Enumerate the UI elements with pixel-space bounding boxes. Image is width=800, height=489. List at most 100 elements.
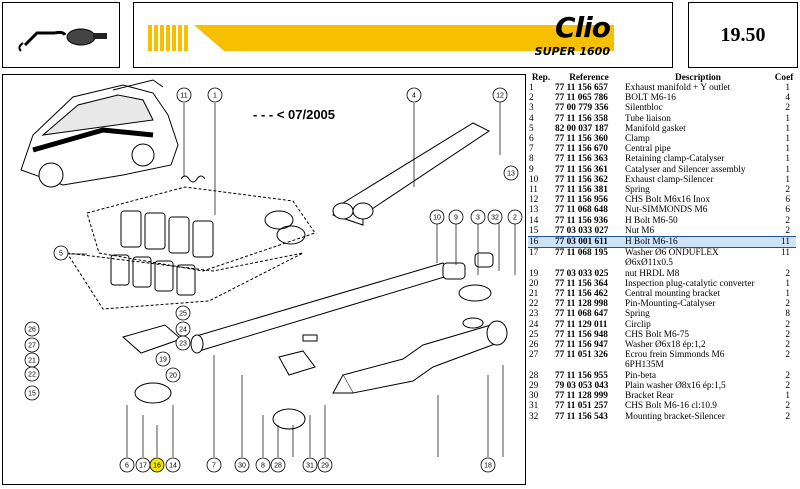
callout-2[interactable]: 2 <box>507 209 523 225</box>
callout-label: 15 <box>28 391 36 398</box>
callout-9[interactable]: 9 <box>448 209 464 225</box>
callout-label: 9 <box>454 215 458 222</box>
callout-1[interactable]: 1 <box>207 87 223 103</box>
coef-cell: 1 <box>785 174 790 185</box>
callout-31[interactable]: 31 <box>302 457 318 473</box>
section-icon-box <box>2 2 120 68</box>
rep-cell: 32 <box>529 411 539 422</box>
reference-cell: 77 11 156 362 <box>555 174 608 185</box>
callout-30[interactable]: 30 <box>234 457 250 473</box>
rep-cell: 30 <box>529 391 539 402</box>
rep-cell: 1 <box>529 83 534 93</box>
callout-28[interactable]: 28 <box>270 457 286 473</box>
callout-14[interactable]: 14 <box>165 457 181 473</box>
reference-cell: 77 00 779 356 <box>555 103 609 114</box>
callout-23[interactable]: 23 <box>175 335 191 351</box>
callout-24[interactable]: 24 <box>175 321 191 337</box>
page-number: 19.50 <box>688 2 798 68</box>
exhaust-icon <box>18 28 107 52</box>
callout-label: 21 <box>28 358 36 365</box>
description-cell: Ø6xØ11x0.5 <box>625 258 673 269</box>
coef-cell: 8 <box>785 309 790 320</box>
description-cell: Plain washer Ø8x16 ép:1,5 <box>625 380 726 391</box>
reference-cell: 77 11 156 670 <box>555 144 608 155</box>
table-row[interactable]: Ø6xØ11x0.5 <box>528 258 796 268</box>
rep-cell: 27 <box>529 350 539 361</box>
callout-25[interactable]: 25 <box>175 305 191 321</box>
table-row[interactable]: 6PH135M <box>528 360 796 370</box>
callout-16[interactable]: 16 <box>149 457 165 473</box>
callout-7[interactable]: 7 <box>206 457 222 473</box>
rep-cell: 24 <box>529 319 539 330</box>
callout-4[interactable]: 4 <box>406 87 422 103</box>
callout-5[interactable]: 5 <box>53 245 69 261</box>
date-note: - - - < 07/2005 <box>253 107 336 122</box>
callout-6[interactable]: 6 <box>119 457 135 473</box>
callout-10[interactable]: 10 <box>429 209 445 225</box>
callout-17[interactable]: 17 <box>135 457 151 473</box>
col-header-coef: Coef <box>774 72 794 83</box>
description-cell: Washer Ø6 ONDUFLEX <box>625 248 719 259</box>
callout-12[interactable]: 12 <box>492 87 508 103</box>
reference-cell: 77 11 068 195 <box>555 248 608 259</box>
callout-20[interactable]: 20 <box>165 367 181 383</box>
callout-22[interactable]: 22 <box>24 366 40 382</box>
callout-19[interactable]: 19 <box>155 351 171 367</box>
rep-cell: 31 <box>529 401 539 412</box>
reference-cell: 77 11 156 358 <box>555 113 608 124</box>
callout-11[interactable]: 11 <box>176 87 192 103</box>
callout-18[interactable]: 18 <box>480 457 496 473</box>
coef-cell: 11 <box>781 248 790 259</box>
callout-26[interactable]: 26 <box>24 321 40 337</box>
callout-21[interactable]: 21 <box>24 352 40 368</box>
coef-cell <box>772 258 796 268</box>
callout-32[interactable]: 32 <box>487 209 503 225</box>
callout-3[interactable]: 3 <box>470 209 486 225</box>
coef-cell: 1 <box>785 164 790 175</box>
rep-cell: 22 <box>529 299 539 310</box>
reference-cell: 77 11 156 364 <box>555 278 608 289</box>
reference-cell: 77 11 156 543 <box>555 411 608 422</box>
rep-cell: 3 <box>529 103 534 114</box>
callout-27[interactable]: 27 <box>24 337 40 353</box>
callout-29[interactable]: 29 <box>317 457 333 473</box>
callout-label: 13 <box>507 171 515 178</box>
callout-13[interactable]: 13 <box>503 165 519 181</box>
callout-label: 31 <box>306 463 314 470</box>
description-cell: Washer Ø6x18 ép:1,2 <box>625 340 706 351</box>
callout-8[interactable]: 8 <box>255 457 271 473</box>
callout-15[interactable]: 15 <box>24 385 40 401</box>
